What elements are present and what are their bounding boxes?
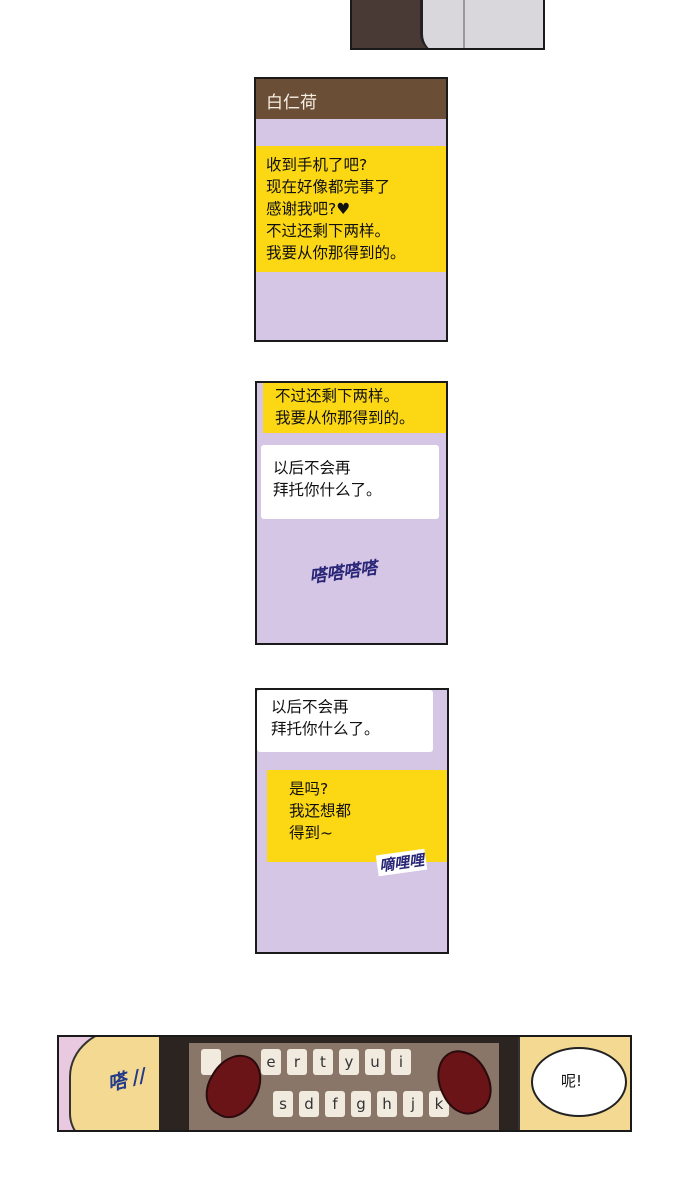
key-h[interactable]: h: [377, 1091, 397, 1117]
chat-panel-2: 不过还剩下两样。 我要从你那得到的。 以后不会再 拜托你什么了。 嗒嗒嗒嗒: [255, 381, 448, 645]
character-shirt: [420, 0, 543, 48]
phone-keyboard: e r t y u i s d f g h j k: [189, 1041, 501, 1130]
outgoing-message-bubble: 以后不会再 拜托你什么了。: [257, 690, 433, 752]
key-y[interactable]: y: [339, 1049, 359, 1075]
chat-panel-1: 白仁荷 收到手机了吧? 现在好像都完事了 感谢我吧?♥ 不过还剩下两样。 我要从…: [254, 77, 448, 342]
key-e[interactable]: e: [261, 1049, 281, 1075]
incoming-message-bubble: 是吗? 我还想都 得到~: [267, 770, 447, 862]
key-u[interactable]: u: [365, 1049, 385, 1075]
typing-sound-effect: 嗒嗒嗒嗒: [308, 558, 379, 588]
incoming-message-bubble: 不过还剩下两样。 我要从你那得到的。: [263, 383, 446, 433]
incoming-message-bubble: 收到手机了吧? 现在好像都完事了 感谢我吧?♥ 不过还剩下两样。 我要从你那得到…: [256, 146, 446, 272]
key-t[interactable]: t: [313, 1049, 333, 1075]
key-r[interactable]: r: [287, 1049, 307, 1075]
key-j[interactable]: j: [403, 1091, 423, 1117]
keyboard-panel: e r t y u i s d f g h j k 呢! 嗒 //: [57, 1035, 632, 1132]
top-partial-panel: [350, 0, 545, 50]
speech-text: 呢!: [561, 1072, 583, 1090]
key-g[interactable]: g: [351, 1091, 371, 1117]
contact-name: 白仁荷: [266, 93, 317, 113]
key-s[interactable]: s: [273, 1091, 293, 1117]
chat-panel-3: 以后不会再 拜托你什么了。 是吗? 我还想都 得到~ 嘀哩哩: [255, 688, 449, 954]
chat-header: 白仁荷: [256, 79, 446, 119]
key-d[interactable]: d: [299, 1091, 319, 1117]
key-f[interactable]: f: [325, 1091, 345, 1117]
outgoing-message-bubble: 以后不会再 拜托你什么了。: [261, 445, 439, 519]
speech-bubble: 呢!: [531, 1047, 627, 1117]
key-i[interactable]: i: [391, 1049, 411, 1075]
